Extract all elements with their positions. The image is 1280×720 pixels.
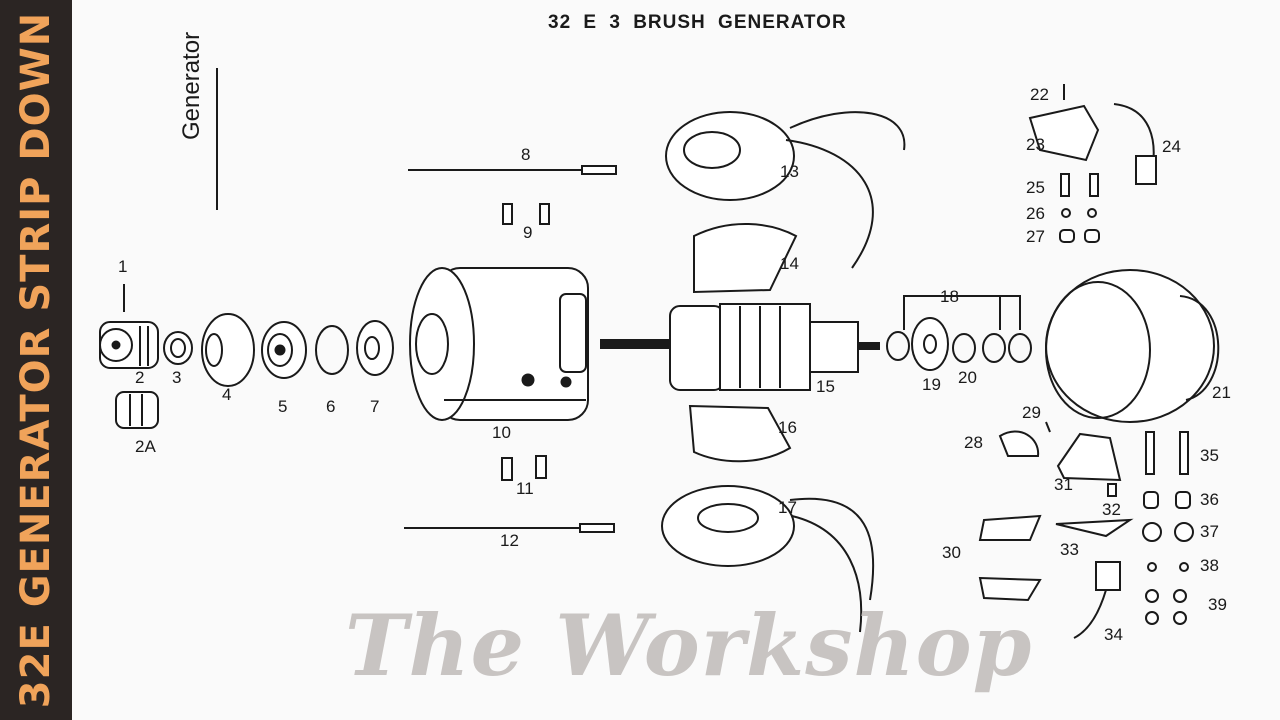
part-label-38: 38 — [1200, 556, 1219, 575]
part-19-washer — [911, 317, 949, 371]
part-18b-washer — [982, 333, 1006, 363]
part-32-screw — [1107, 483, 1117, 497]
part-label-3: 3 — [172, 368, 181, 387]
part-37-washers — [1142, 522, 1194, 542]
part-label-19: 19 — [922, 375, 941, 394]
part-label-16: 16 — [778, 418, 797, 437]
part-39-nuts — [1145, 589, 1187, 625]
part-label-25: 25 — [1026, 178, 1045, 197]
part-31-bracket — [1056, 432, 1122, 482]
part-label-14: 14 — [780, 254, 799, 273]
part-label-18: 18 — [940, 287, 959, 306]
part-label-23: 23 — [1026, 135, 1045, 154]
part-label-36: 36 — [1200, 490, 1219, 509]
part-label-34: 34 — [1104, 625, 1123, 644]
part-9-screws — [502, 203, 550, 225]
part-16-pole-shoe — [688, 404, 792, 463]
part-18c-washer — [1008, 333, 1032, 363]
part-label-11: 11 — [516, 479, 534, 498]
part-38-lockwashers — [1147, 562, 1189, 572]
part-12-through-bolt — [404, 523, 615, 533]
part-3-spring — [163, 331, 193, 365]
part-label-33: 33 — [1060, 540, 1079, 559]
part-27-nuts — [1059, 229, 1100, 243]
part-label-35: 35 — [1200, 446, 1219, 465]
part-label-10: 10 — [492, 423, 511, 442]
part-label-15: 15 — [816, 377, 835, 396]
part-28-clip — [998, 430, 1040, 457]
section-rule — [216, 68, 218, 210]
part-20-washer — [952, 333, 976, 363]
part-35-bolts — [1145, 431, 1189, 475]
part-21-end-bracket — [1045, 269, 1220, 423]
part-24-brush — [1113, 103, 1157, 185]
part-30-plate-upper — [978, 514, 1042, 541]
part-label-8: 8 — [521, 145, 530, 164]
part-18-washer — [886, 331, 910, 361]
part-label-13: 13 — [780, 162, 799, 181]
part-29-screw — [1045, 421, 1051, 433]
part-6-ring — [315, 325, 349, 375]
part-label-17: 17 — [778, 498, 797, 517]
part-30-plate-lower — [978, 576, 1042, 602]
part-5-bearing — [261, 321, 307, 379]
part-2-pinion — [99, 321, 159, 369]
part-15-armature — [600, 303, 880, 391]
part-label-6: 6 — [326, 397, 335, 416]
part-label-7: 7 — [370, 397, 379, 416]
part-label-12: 12 — [500, 531, 519, 550]
part-label-31: 31 — [1054, 475, 1073, 494]
part-34-brush — [1073, 561, 1121, 639]
part-label-20: 20 — [958, 368, 977, 387]
part-8-through-bolt — [408, 165, 617, 175]
part-10-yoke-housing — [409, 267, 589, 421]
part-33-spring-plate — [1055, 518, 1134, 538]
part-label-22: 22 — [1030, 85, 1049, 104]
part-label-26: 26 — [1026, 204, 1045, 223]
part-13-field-coil — [665, 111, 906, 269]
part-label-30: 30 — [942, 543, 961, 562]
part-7-washer — [356, 320, 394, 376]
part-4-cup — [201, 313, 255, 387]
part-23-brush-holder — [1028, 104, 1100, 162]
part-label-2: 2 — [135, 368, 144, 387]
part-26-washers — [1061, 208, 1097, 218]
part-label-1: 1 — [118, 257, 127, 276]
part-17-field-coil — [661, 485, 875, 633]
part-18-bracket — [903, 295, 1021, 330]
part-label-2a: 2A — [135, 437, 156, 456]
part-label-21: 21 — [1212, 383, 1231, 402]
part-label-37: 37 — [1200, 522, 1219, 541]
part-label-5: 5 — [278, 397, 287, 416]
part-label-28: 28 — [964, 433, 983, 452]
part-label-39: 39 — [1208, 595, 1227, 614]
diagram-title: 32 E 3 BRUSH GENERATOR — [548, 12, 847, 33]
part-label-27: 27 — [1026, 227, 1045, 246]
part-11-screws — [501, 455, 547, 481]
part-2a-pinion — [115, 391, 159, 429]
part-25-screws — [1060, 173, 1099, 197]
part-label-9: 9 — [523, 223, 532, 242]
watermark: The Workshop — [345, 596, 1033, 695]
part-14-pole-shoe — [693, 222, 798, 294]
part-label-29: 29 — [1022, 403, 1041, 422]
part-36-nuts — [1143, 491, 1191, 509]
part-label-32: 32 — [1102, 500, 1121, 519]
part-label-4: 4 — [222, 385, 231, 404]
part-label-24: 24 — [1162, 137, 1181, 156]
side-banner: 32E GENERATOR STRIP DOWN — [0, 0, 72, 720]
